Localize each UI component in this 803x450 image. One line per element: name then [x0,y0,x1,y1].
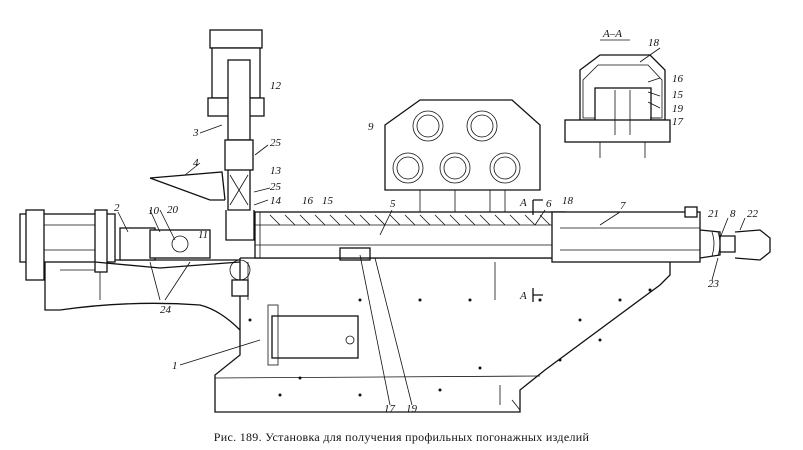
section-title: А–А [602,28,622,40]
section-label-19: 19 [672,103,684,115]
frame-bolts [248,288,652,397]
label-3: 3 [192,127,199,139]
section-label-17: 17 [672,116,684,128]
label-9: 9 [368,121,374,133]
label-24: 24 [160,304,172,316]
label-15: 15 [322,195,334,207]
label-4: 4 [193,157,199,169]
label-2: 2 [114,202,120,214]
section-mark-bottom: А [519,290,527,302]
drive-assembly [19,209,241,281]
label-13: 13 [270,165,282,177]
section-label-18: 18 [648,37,660,49]
label-25a: 25 [270,137,282,149]
figure-caption: Рис. 189. Установка для получения профил… [213,430,590,444]
label-5: 5 [390,198,396,210]
feed-column [207,29,265,297]
label-7: 7 [620,200,626,212]
forming-head [551,206,771,263]
label-12: 12 [270,80,282,92]
label-18: 18 [562,195,574,207]
label-1: 1 [172,360,178,372]
label-21: 21 [708,208,719,220]
hopper [149,171,226,201]
label-22: 22 [747,208,759,220]
label-10: 10 [148,205,160,217]
label-11: 11 [198,229,208,241]
label-25b: 25 [270,181,282,193]
label-23: 23 [708,278,720,290]
leader-lines [117,47,746,406]
section-mark-top: А [519,197,527,209]
extrusion-barrel [254,211,566,261]
section-cut-marks [532,199,543,302]
part-labels: 1 2 3 4 5 6 7 8 9 10 11 12 13 14 15 16 1… [114,80,759,415]
section-label-16: 16 [672,73,684,85]
label-6: 6 [546,198,552,210]
heater-block [384,99,541,212]
section-labels: А–А 18 16 15 19 17 А А [519,28,684,302]
section-label-15: 15 [672,89,684,101]
label-19: 19 [406,403,418,415]
section-view [564,39,671,158]
label-14: 14 [270,195,282,207]
inspection-door [267,304,359,366]
label-16: 16 [302,195,314,207]
label-20: 20 [167,204,179,216]
label-17: 17 [384,403,396,415]
label-8: 8 [730,208,736,220]
